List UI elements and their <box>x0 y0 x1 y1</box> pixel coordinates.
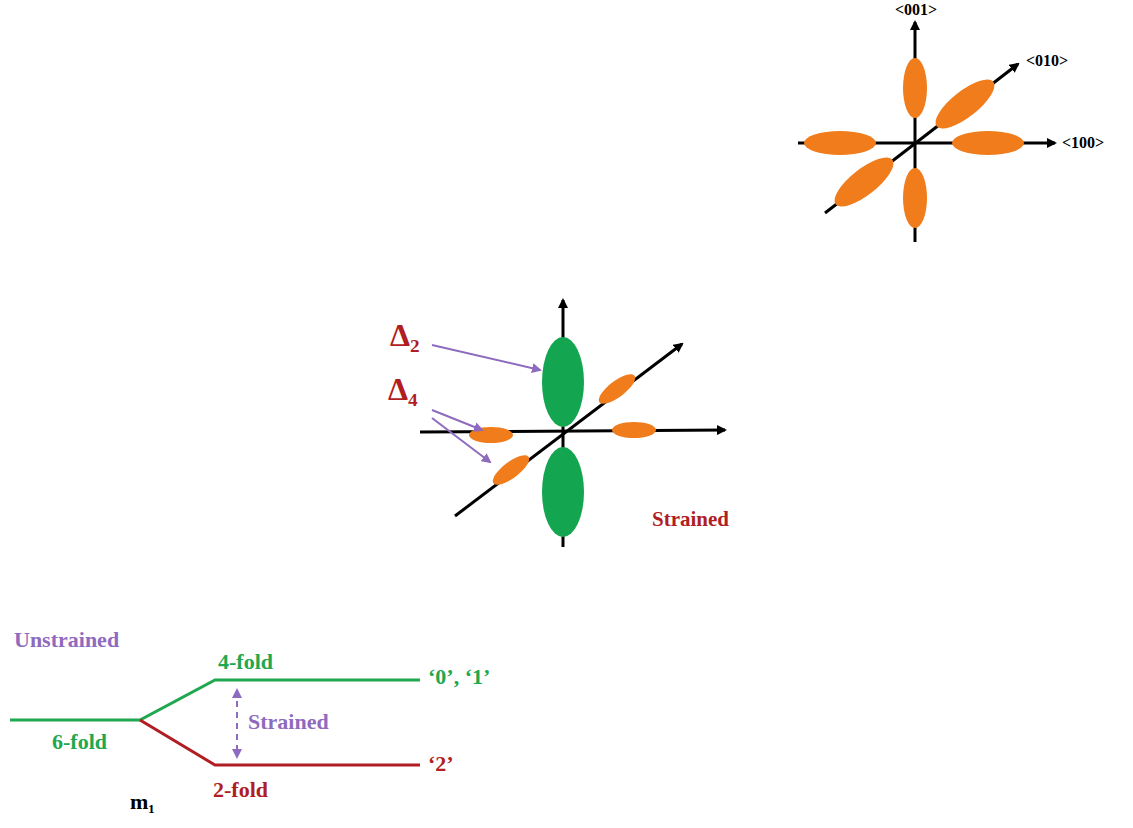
energy-splitting <box>10 680 420 765</box>
bit-label: ‘0’, ‘1’ <box>428 665 490 689</box>
degeneracy-label: 2-fold <box>213 778 268 802</box>
degeneracy-label: 4-fold <box>218 650 273 674</box>
valley-label: Δ₂ <box>390 318 420 353</box>
bit-label: ‘2’ <box>428 752 454 776</box>
band-label: m₁ <box>130 790 155 814</box>
degeneracy-label: 6-fold <box>52 730 107 754</box>
state-label: Strained <box>248 710 329 734</box>
unstrained-valleys <box>798 22 1055 242</box>
axis-label: <001> <box>895 1 937 19</box>
axis-label: <010> <box>1026 52 1068 70</box>
axis-label: <100> <box>1062 134 1104 152</box>
state-label: Unstrained <box>14 628 119 652</box>
state-label: Strained <box>652 508 729 531</box>
valley-label: Δ₄ <box>388 372 418 407</box>
